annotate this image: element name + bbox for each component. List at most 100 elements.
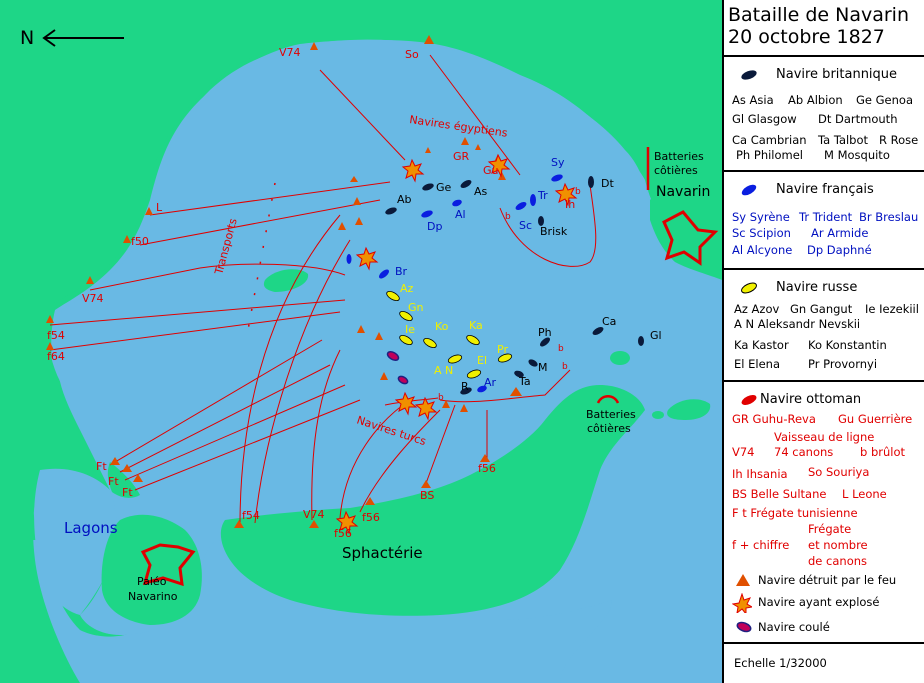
ship-b3: b [558,344,564,354]
french-labels: Sy Tr Sc Dp Al Br Ar [395,156,565,389]
legend-entry: So Souriya [808,465,870,479]
exploded-ships [335,153,578,535]
ship-ko: Ko [435,320,449,333]
legend-entry: El Elena [734,357,780,371]
legend-entry: BS Belle Sultane [732,487,827,501]
ship-an: A N [434,364,453,377]
ship-az: Az [400,282,414,295]
battle-map: N [0,0,722,683]
sunk-ships [386,350,409,385]
ship-as: As [474,185,488,198]
legend-entry: Sy Syrène [732,210,790,224]
ottoman-labels: V74 So L f50 V74 f54 f64 GR Gu Ih b b b … [47,46,581,540]
ship-ta: Ta [518,375,531,388]
ship-ft1: Ft [96,460,107,473]
legend-entry: A N Aleksandr Nevskii [734,317,861,331]
ship-b5: b [438,393,444,403]
ship-ar: Ar [484,376,497,389]
legend-entry: R Rose [879,133,919,147]
west-peninsula [107,462,140,498]
ship-ih: Ih [565,198,575,211]
ship-ge: Ge [436,181,452,194]
legend-entry: Gl Glasgow [732,112,797,126]
legend-entry: Ar Armide [811,226,869,240]
ship-gl: Gl [650,329,662,342]
sphacteria-island [220,385,645,616]
ship-ft3: Ft [122,486,133,499]
legend-entry: Az Azov [734,302,780,316]
ship-f56-c: f56 [478,462,496,475]
map-date: 20 octobre 1827 [728,26,885,48]
ottoman-header: Navire ottoman [760,392,862,407]
legend-entry: L Leone [842,487,887,501]
legend-entry: Ph Philomel [736,148,804,162]
legend-scale: Echelle 1/32000 [724,644,924,681]
legend-russian: Navire russe Az Azov Gn Gangut Ie Iezeki… [724,270,924,382]
ship-gr: GR [453,150,470,163]
british-labels: Ab Ge As Dt Ph Ca Gl M Ta R Brisk [397,177,662,393]
legend-entry: Ta Talbot [818,133,869,147]
legend-entry: F t Frégate tunisienne [732,506,858,520]
british-ships [385,176,644,395]
ottoman-ship-icon [741,395,757,405]
legend-ottoman: Navire ottoman GR Guhu-Reva Gu Guerrière… [724,382,924,644]
ship-b4: b [562,362,568,372]
battery-south-l2: côtières [587,422,631,435]
ship-el: El [477,354,487,367]
lagons-water [34,468,118,615]
place-navarino: Navarino [128,590,178,603]
legend-entry: M Mosquito [824,148,890,162]
legend-entry: Al Alcyone [732,243,793,257]
french-header: Navire français [776,182,874,197]
legend-entry: Gn Gangut [790,302,853,316]
legend-entry: Br Breslau [859,210,919,224]
ship-f54-west: f54 [47,329,65,342]
ship-dt: Dt [601,177,614,190]
ship-f64: f64 [47,350,65,363]
russian-labels: Az Gn Ie Ko Ka Pr El A N [400,282,508,377]
legend-entry: Dt Dartmouth [818,112,898,126]
place-lagons: Lagons [64,519,118,537]
west-land [0,0,300,683]
ship-b1: b [505,212,511,222]
legend-entry: f + chiffre [732,538,790,552]
ship-bs: BS [420,489,434,502]
ship-gn: Gn [408,301,424,314]
ship-b2: b [575,187,581,197]
ottoman-lines [49,54,649,526]
place-sphacteria: Sphactérie [342,544,423,562]
battery-north-l2: côtières [654,164,698,177]
islet-se [667,399,711,420]
legend-entry: Tr Trident [799,210,853,224]
explosion-icon [732,593,752,613]
ship-f56-a: f56 [362,511,380,524]
ship-ie: Ie [405,323,415,336]
battery-south-l1: Batteries [586,408,636,421]
ship-f50: f50 [131,235,149,248]
ship-al: Al [455,208,466,221]
legend-panel: Bataille de Navarin 20 octobre 1827 Navi… [722,0,924,683]
legend-entry: 74 canons [774,445,834,459]
ship-sc: Sc [519,219,532,232]
legend-entry: Ge Genoa [856,93,914,107]
ship-ab: Ab [397,193,412,206]
islet-se-small [652,411,664,419]
sphacteria-battery-icon [596,395,620,404]
british-ship-icon [741,70,757,80]
ship-tr: Tr [537,189,548,202]
legend-entry: Frégate [808,522,852,536]
french-ships [346,174,563,393]
ship-ka: Ka [469,319,483,332]
burning-ship-icon [736,574,750,586]
place-navarin: Navarin [656,184,710,200]
ship-l: L [156,201,163,214]
islet-east [610,351,630,365]
north-arrow-head-icon [42,29,56,47]
legend-entry: V74 [732,445,755,459]
ship-brisk: Brisk [540,225,568,238]
legend-entry: Ca Cambrian [732,133,807,147]
legend-title-box: Bataille de Navarin 20 octobre 1827 [724,0,924,57]
sunk-ship-icon [736,621,752,633]
legend-entry: Sc Scipion [732,226,791,240]
ship-r: R [461,380,469,393]
